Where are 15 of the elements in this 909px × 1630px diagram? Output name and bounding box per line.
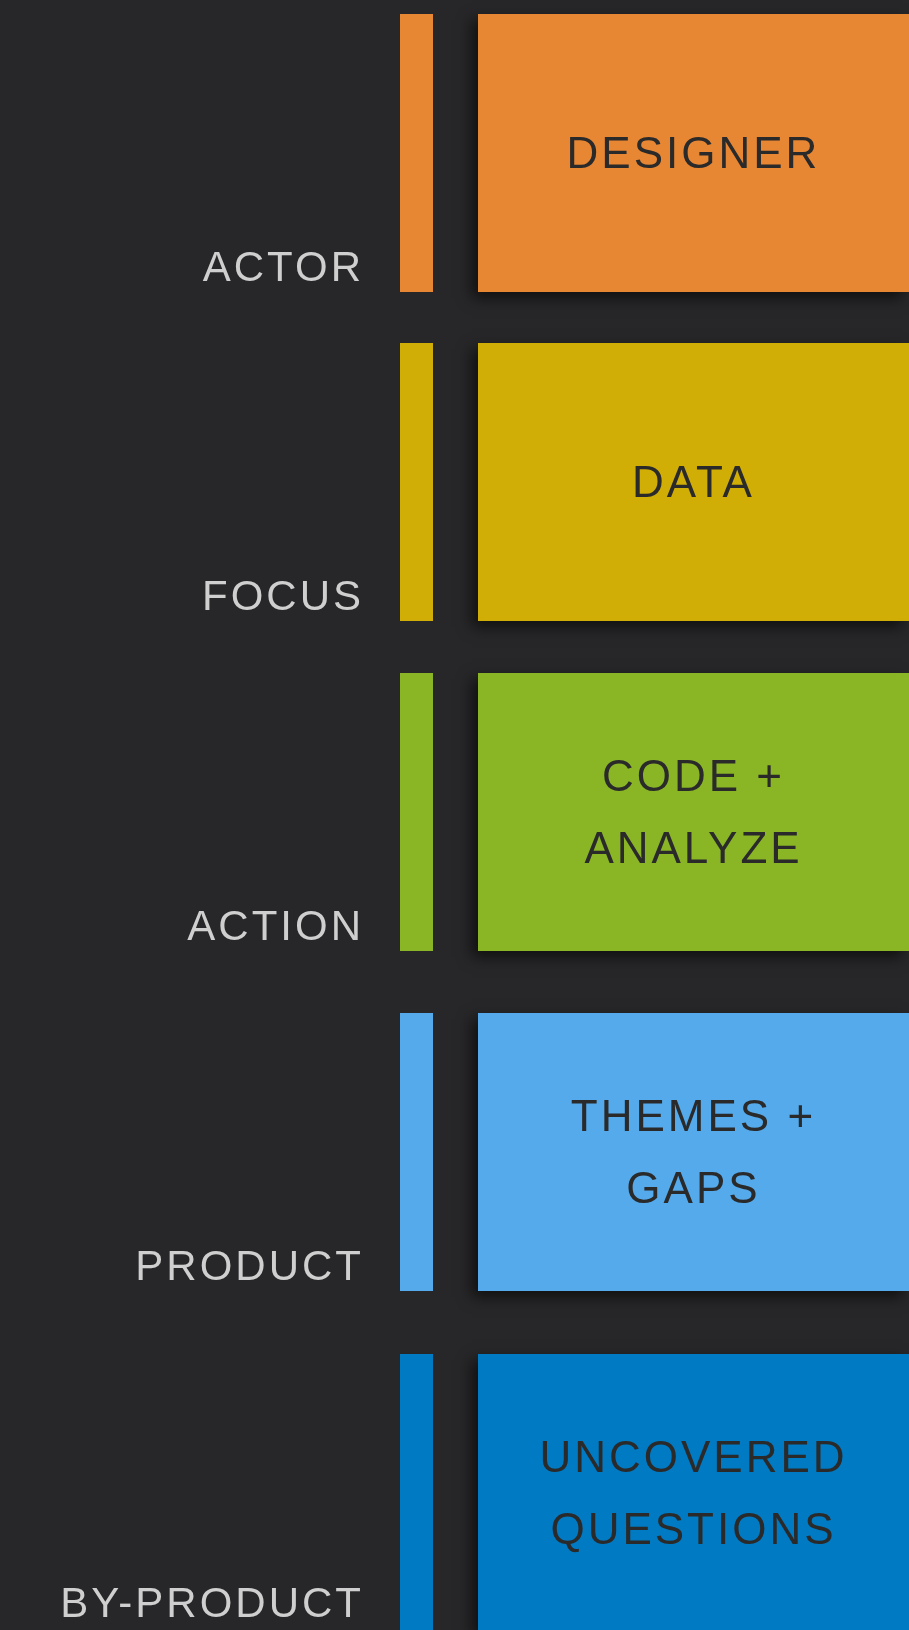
row-label: PRODUCT (135, 1241, 364, 1291)
box-label: CODE + ANALYZE (583, 750, 804, 874)
box-label: UNCOVERED QUESTIONS (538, 1431, 849, 1555)
box-label: THEMES + GAPS (569, 1090, 818, 1214)
row-label: BY-PRODUCT (60, 1578, 364, 1628)
box-label: DESIGNER (565, 127, 822, 179)
category-box (478, 343, 909, 621)
row-label: FOCUS (202, 571, 364, 621)
row-label: ACTOR (202, 242, 364, 292)
category-box (478, 673, 909, 951)
category-box (478, 1354, 909, 1630)
row-label: ACTION (187, 901, 364, 951)
box-label: DATA (631, 456, 756, 508)
category-box (478, 1013, 909, 1291)
category-box (478, 14, 909, 292)
